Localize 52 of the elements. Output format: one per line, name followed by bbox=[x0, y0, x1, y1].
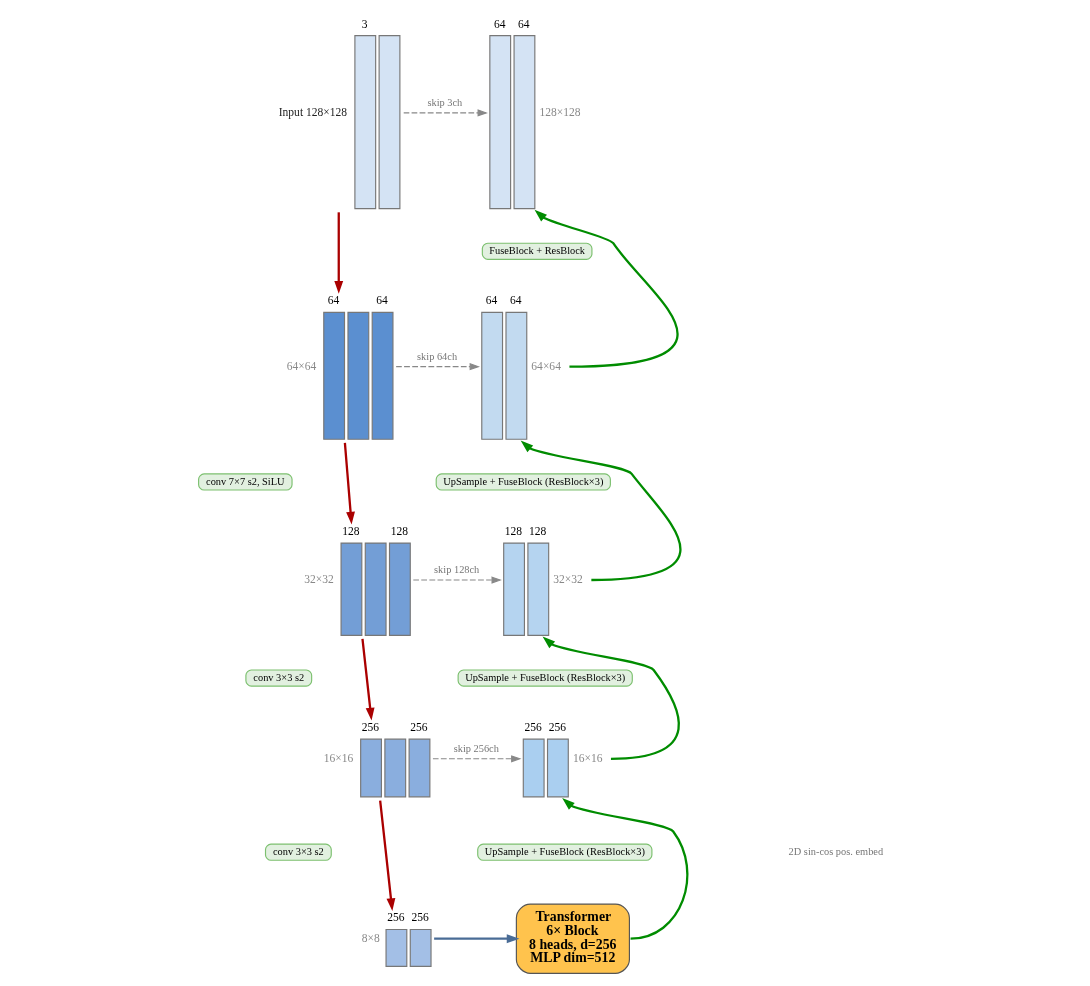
node-box: Transformer 6× Block 8 heads, d=256 MLP dim=512 bbox=[515, 903, 630, 974]
arrow bbox=[412, 575, 502, 584]
node-label: 32×32 bbox=[552, 572, 583, 585]
edge-label: skip 64ch bbox=[416, 350, 457, 362]
node-label: 64 bbox=[485, 293, 497, 306]
node-label: 128 bbox=[341, 524, 359, 537]
arrow bbox=[360, 638, 375, 720]
node-box: UpSample + FuseBlock (ResBlock×3) bbox=[457, 668, 633, 687]
arrow bbox=[534, 209, 678, 368]
node-label: 256 bbox=[548, 720, 566, 733]
node-label: Input 128×128 bbox=[278, 105, 347, 118]
node-label: 256 bbox=[409, 720, 428, 733]
edge-label: skip 128ch bbox=[433, 563, 479, 575]
node-label: 64 bbox=[327, 293, 339, 306]
node-box: UpSample + FuseBlock (ResBlock×3) bbox=[435, 472, 611, 491]
node-label: 256 bbox=[386, 910, 404, 923]
arrow bbox=[520, 439, 681, 581]
node-label: 64 bbox=[517, 17, 530, 30]
arrow bbox=[433, 933, 519, 943]
edge-label: skip 3ch bbox=[426, 96, 462, 108]
node-label: 8×8 bbox=[361, 931, 380, 944]
arrow bbox=[378, 800, 395, 911]
node-label: 3 bbox=[361, 17, 368, 30]
node-label: 16×16 bbox=[323, 751, 353, 764]
node-label: 16×16 bbox=[572, 751, 602, 764]
node-label: 256 bbox=[361, 720, 379, 733]
arrow bbox=[402, 108, 488, 116]
node-label: 128×128 bbox=[538, 105, 580, 118]
arrow bbox=[395, 362, 480, 370]
node-label: 256 bbox=[523, 720, 542, 733]
arrow bbox=[333, 211, 343, 294]
node-box: conv 3×3 s2 bbox=[264, 843, 332, 861]
node-label: 64 bbox=[375, 293, 388, 306]
node-label: 128 bbox=[390, 524, 408, 537]
node-label: 32×32 bbox=[303, 572, 334, 585]
node-box: conv 7×7 s2, SiLU bbox=[197, 472, 293, 491]
node-label: 64 bbox=[493, 17, 505, 30]
node-label: 256 bbox=[410, 910, 429, 923]
arrow bbox=[542, 636, 680, 760]
edge-label: skip 256ch bbox=[453, 742, 499, 754]
node-label: 128 bbox=[504, 524, 522, 537]
arrow bbox=[561, 797, 688, 940]
node-label: 64 bbox=[509, 293, 522, 306]
node-label: 64×64 bbox=[530, 359, 561, 372]
arrow bbox=[431, 754, 521, 762]
node-box: conv 3×3 s2 bbox=[244, 668, 312, 687]
node-box: FuseBlock + ResBlock bbox=[481, 242, 592, 260]
node-label: 128 bbox=[528, 524, 546, 537]
node-box: UpSample + FuseBlock (ResBlock×3) bbox=[476, 843, 652, 861]
arrow bbox=[343, 442, 355, 524]
label: 2D sin-cos pos. embed bbox=[788, 845, 883, 857]
node-label: 64×64 bbox=[286, 359, 316, 372]
